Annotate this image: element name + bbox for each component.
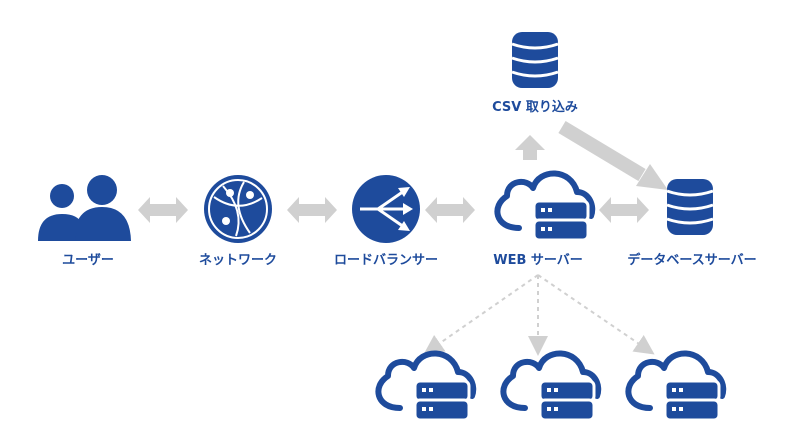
db-server-label: データベースサーバー — [627, 253, 757, 268]
web-db-arrow — [599, 197, 649, 223]
load-balancer-label: ロードバランサー — [333, 253, 439, 268]
users-label: ユーザー — [62, 253, 114, 268]
cloud-server-icon — [497, 173, 592, 240]
network-lb-arrow — [287, 197, 337, 223]
csv-database-icon — [510, 30, 560, 90]
web-server-label: WEB サーバー — [493, 253, 583, 268]
lb-web-arrow — [425, 197, 475, 223]
users-network-arrow — [138, 197, 188, 223]
csv-import-label: CSV 取り込み — [492, 100, 578, 115]
load-balancer-icon — [352, 175, 420, 243]
globe-network-icon — [204, 175, 272, 243]
web-to-subservers-arrows — [423, 274, 655, 356]
db-server-database-icon — [665, 177, 715, 237]
sub-server-3-icon — [628, 353, 723, 420]
sub-server-1-icon — [378, 353, 473, 420]
web-csv-arrow — [515, 135, 545, 160]
network-label: ネットワーク — [198, 253, 278, 268]
users-icon — [38, 175, 131, 241]
sub-server-2-icon — [503, 353, 598, 420]
csv-db-arrow — [558, 120, 668, 190]
